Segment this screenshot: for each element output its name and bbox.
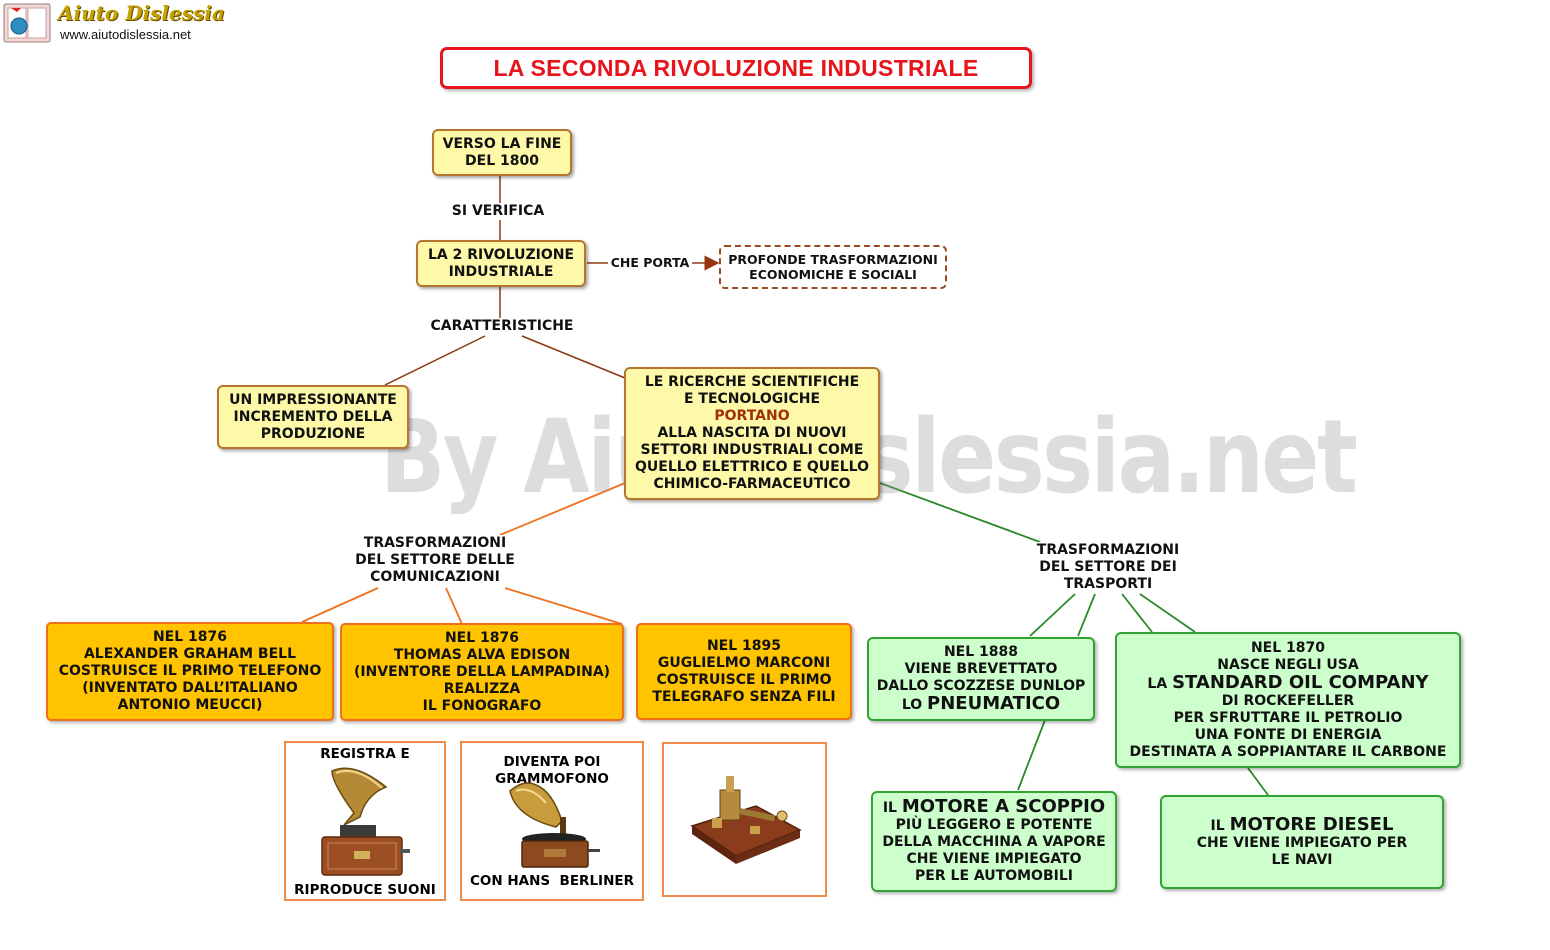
logo-url: www.aiutodislessia.net — [60, 27, 191, 42]
node-text: UNA FONTE DI ENERGIA — [1194, 726, 1382, 743]
node-text: ECONOMICHE E SOCIALI — [749, 267, 917, 282]
node-text: NEL 1876 — [444, 629, 520, 646]
node-text: ALEXANDER GRAHAM BELL — [83, 646, 297, 662]
node-text: DESTINATA A SOPPIANTARE IL CARBONE — [1129, 743, 1447, 760]
node-motore-scoppio: IL MOTORE A SCOPPIO PIÙ LEGGERO E POTENT… — [871, 791, 1117, 892]
node-text: CHE VIENE IMPIEGATO — [906, 851, 1082, 867]
node-text: UN IMPRESSIONANTE — [229, 391, 397, 408]
link-trasporti: TRASFORMAZIONI DEL SETTORE DEI TRASPORTI — [1026, 542, 1190, 593]
node-text: NEL 1876 — [152, 629, 228, 645]
image-caption: RIPRODUCE SUONI — [294, 882, 436, 898]
book-icon — [2, 2, 54, 44]
node-line-big: LO PNEUMATICO — [902, 695, 1060, 714]
node-text: DELLA MACCHINA A VAPORE — [882, 834, 1106, 850]
caption-line: DIVENTA POI — [503, 754, 601, 770]
node-text: NEL 1895 — [706, 637, 782, 654]
node-text: IL FONOGRAFO — [422, 697, 542, 714]
phonograph-icon — [314, 763, 414, 881]
node-ricerche: LE RICERCHE SCIENTIFICHE E TECNOLOGICHE … — [624, 367, 880, 500]
node-portano: PORTANO — [714, 408, 790, 424]
node-text: (INVENTATO DALL’ITALIANO — [82, 680, 298, 696]
node-trasformazioni: PROFONDE TRASFORMAZIONI ECONOMICHE E SOC… — [719, 245, 947, 289]
node-text-big: PNEUMATICO — [927, 693, 1061, 714]
node-line-big: IL MOTORE DIESEL — [1210, 813, 1394, 835]
link-comunicazioni: TRASFORMAZIONI DEL SETTORE DELLE COMUNIC… — [346, 535, 524, 586]
node-dunlop: NEL 1888 VIENE BREVETTATO DALLO SCOZZESE… — [867, 637, 1095, 721]
node-line-big: LA STANDARD OIL COMPANY — [1147, 671, 1429, 693]
link-caratteristiche: CARATTERISTICHE — [420, 318, 584, 335]
node-text: IL — [882, 800, 897, 816]
node-motore-diesel: IL MOTORE DIESEL CHE VIENE IMPIEGATO PER… — [1160, 795, 1444, 889]
page-title: LA SECONDA RIVOLUZIONE INDUSTRIALE — [440, 47, 1032, 89]
node-text: INDUSTRIALE — [448, 263, 554, 280]
node-text-big: STANDARD OIL COMPANY — [1172, 671, 1429, 693]
node-text: QUELLO ELETTRICO E QUELLO — [635, 459, 869, 475]
logo[interactable]: Aiuto Dislessia www.aiutodislessia.net — [2, 1, 225, 46]
node-text: E TECNOLOGICHE — [683, 391, 821, 407]
node-text: ANTONIO MEUCCI) — [117, 697, 263, 713]
node-text: VERSO LA FINE — [442, 135, 562, 152]
image-caption: CON HANS BERLINER — [470, 873, 634, 889]
node-text: NEL 1870 — [1250, 639, 1326, 656]
node-bell: NEL 1876 ALEXANDER GRAHAM BELL COSTRUISC… — [46, 622, 334, 721]
node-text: CHE VIENE IMPIEGATO PER — [1196, 834, 1408, 851]
node-text: COSTRUISCE IL PRIMO TELEFONO — [58, 663, 322, 679]
node-text: NASCE NEGLI USA — [1217, 656, 1359, 673]
image-fonografo: REGISTRA E RIPRODUCE SUONI — [284, 741, 446, 901]
node-rivoluzione: LA 2 RIVOLUZIONE INDUSTRIALE — [416, 240, 586, 287]
node-text: INCREMENTO DELLA — [233, 408, 393, 425]
gramophone-icon — [506, 777, 606, 873]
node-marconi: NEL 1895 GUGLIELMO MARCONI COSTRUISCE IL… — [636, 623, 852, 720]
node-text: PER SFRUTTARE IL PETROLIO — [1173, 709, 1403, 726]
node-text: VIENE BREVETTATO — [904, 661, 1058, 677]
node-text: ALLA NASCITA DI NUOVI — [657, 425, 847, 441]
label-text: TRASFORMAZIONI — [363, 535, 507, 551]
node-line-big: IL MOTORE A SCOPPIO — [883, 798, 1105, 817]
node-text: COSTRUISCE IL PRIMO — [656, 671, 832, 688]
link-si-verifica: SI VERIFICA — [446, 203, 550, 220]
node-text: TELEGRAFO SENZA FILI — [652, 688, 836, 705]
node-text: REALIZZA — [443, 680, 521, 697]
telegraph-icon — [690, 770, 802, 870]
node-standard-oil: NEL 1870 NASCE NEGLI USA LA STANDARD OIL… — [1115, 632, 1461, 768]
node-text: PER LE AUTOMOBILI — [915, 868, 1073, 884]
node-text: CHIMICO-FARMACEUTICO — [653, 476, 851, 492]
node-text: SETTORI INDUSTRIALI COME — [640, 442, 864, 458]
image-caption: REGISTRA E — [320, 746, 410, 762]
node-text: GUGLIELMO MARCONI — [657, 654, 831, 671]
label-text: DEL SETTORE DEI — [1039, 559, 1177, 575]
label-text: COMUNICAZIONI — [370, 569, 500, 585]
node-fine-1800: VERSO LA FINE DEL 1800 — [432, 129, 572, 176]
node-text: THOMAS ALVA EDISON — [393, 646, 571, 663]
node-text-big: MOTORE A SCOPPIO — [901, 796, 1106, 817]
node-text: LE RICERCHE SCIENTIFICHE — [644, 374, 860, 390]
node-text: DALLO SCOZZESE DUNLOP — [876, 678, 1086, 694]
node-text: IL — [1210, 817, 1225, 834]
node-text: PROFONDE TRASFORMAZIONI — [728, 252, 938, 267]
image-grammofono: DIVENTA POI GRAMMOFONO CON HANS BERLINER — [460, 741, 644, 901]
node-text: NEL 1888 — [943, 644, 1019, 660]
node-text: LA 2 RIVOLUZIONE — [427, 246, 575, 263]
label-text: TRASFORMAZIONI — [1036, 542, 1180, 558]
node-text-big: MOTORE DIESEL — [1229, 813, 1394, 835]
label-text: DEL SETTORE DELLE — [355, 552, 515, 568]
node-text: LO — [901, 697, 923, 713]
image-telegrafo — [662, 742, 827, 897]
title-text: LA SECONDA RIVOLUZIONE INDUSTRIALE — [493, 54, 979, 81]
node-edison: NEL 1876 THOMAS ALVA EDISON (INVENTORE D… — [340, 623, 624, 721]
node-text: PRODUZIONE — [260, 425, 366, 442]
node-text: DEL 1800 — [465, 152, 539, 169]
node-text: DI ROCKEFELLER — [1221, 692, 1355, 709]
label-text: TRASPORTI — [1063, 576, 1153, 592]
node-text: LE NAVI — [1271, 851, 1333, 868]
node-produzione: UN IMPRESSIONANTE INCREMENTO DELLA PRODU… — [217, 385, 409, 449]
node-text: (INVENTORE DELLA LAMPADINA) — [353, 663, 611, 680]
logo-title: Aiuto Dislessia — [58, 1, 225, 25]
node-text: PIÙ LEGGERO E POTENTE — [895, 817, 1093, 833]
node-text: LA — [1147, 675, 1168, 692]
link-che-porta: CHE PORTA — [608, 254, 692, 271]
